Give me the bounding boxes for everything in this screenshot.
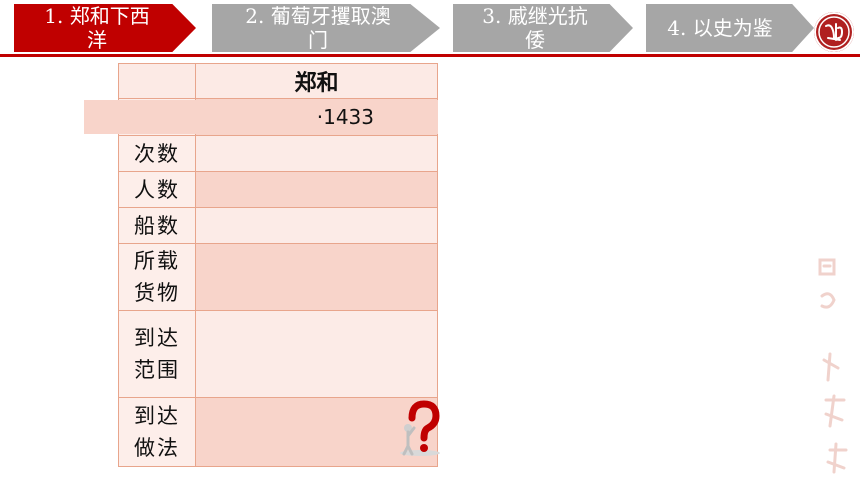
table-header-row: 郑和 bbox=[118, 63, 438, 99]
table-value-goods bbox=[196, 244, 438, 310]
nav-step-label: 3. 戚继光抗 bbox=[482, 4, 588, 28]
table-row: 到达 做法 bbox=[118, 398, 438, 467]
table-label-actions: 到达 做法 bbox=[118, 398, 196, 466]
table-value-people bbox=[196, 172, 438, 207]
table-label-line: 范围 bbox=[134, 358, 180, 382]
nav-step-3-qi-jiguang[interactable]: 3. 戚继光抗 倭 bbox=[453, 4, 633, 52]
table-row: 所载 货物 bbox=[118, 244, 438, 311]
nav-step-1-zhenghe[interactable]: 1. 郑和下西 洋 bbox=[14, 4, 196, 52]
year-text: ·1433 bbox=[316, 105, 374, 129]
table-corner-cell bbox=[118, 64, 196, 98]
table-value-actions bbox=[196, 398, 438, 466]
nav-step-label: 门 bbox=[307, 28, 328, 52]
nav-step-2-portugal-macau[interactable]: 2. 葡萄牙攫取澳 门 bbox=[212, 4, 440, 52]
seal-logo-icon bbox=[814, 12, 854, 52]
table-row: 到达 范围 bbox=[118, 311, 438, 398]
nav-step-4-history-lesson[interactable]: 4. 以史为鉴 bbox=[646, 4, 814, 52]
table-label-count: 次数 bbox=[118, 136, 196, 171]
table-header-zhenghe: 郑和 bbox=[196, 64, 438, 98]
decorative-calligraphy bbox=[800, 250, 860, 484]
table-label-people: 人数 bbox=[118, 172, 196, 207]
table-label-line: 做法 bbox=[134, 436, 180, 460]
table-label-range: 到达 范围 bbox=[118, 311, 196, 397]
table-row: 人数 bbox=[118, 172, 438, 208]
nav-step-label: 洋 bbox=[86, 28, 107, 52]
table-value-ships bbox=[196, 208, 438, 243]
table-label-goods: 所载 货物 bbox=[118, 244, 196, 310]
table-value-range bbox=[196, 311, 438, 397]
nav-step-label: 2. 葡萄牙攫取澳 bbox=[245, 4, 391, 28]
nav-step-label: 4. 以史为鉴 bbox=[667, 16, 773, 40]
step-navigation: 1. 郑和下西 洋 2. 葡萄牙攫取澳 门 3. 戚继光抗 倭 4. 以史为鉴 bbox=[0, 0, 860, 60]
table-label-line: 货物 bbox=[134, 281, 180, 305]
nav-step-label: 倭 bbox=[524, 28, 545, 52]
table-label-line: 到达 bbox=[134, 326, 180, 350]
nav-divider-line bbox=[0, 54, 860, 57]
table-label-ships: 船数 bbox=[118, 208, 196, 243]
nav-step-label: 1. 郑和下西 bbox=[44, 4, 150, 28]
table-label-line: 到达 bbox=[134, 404, 180, 428]
year-band: ·1433 bbox=[84, 100, 438, 134]
table-row: 次数 bbox=[118, 136, 438, 172]
table-row: 船数 bbox=[118, 208, 438, 244]
table-label-line: 所载 bbox=[134, 249, 180, 273]
question-mark-icon bbox=[398, 398, 442, 458]
table-value-count bbox=[196, 136, 438, 171]
